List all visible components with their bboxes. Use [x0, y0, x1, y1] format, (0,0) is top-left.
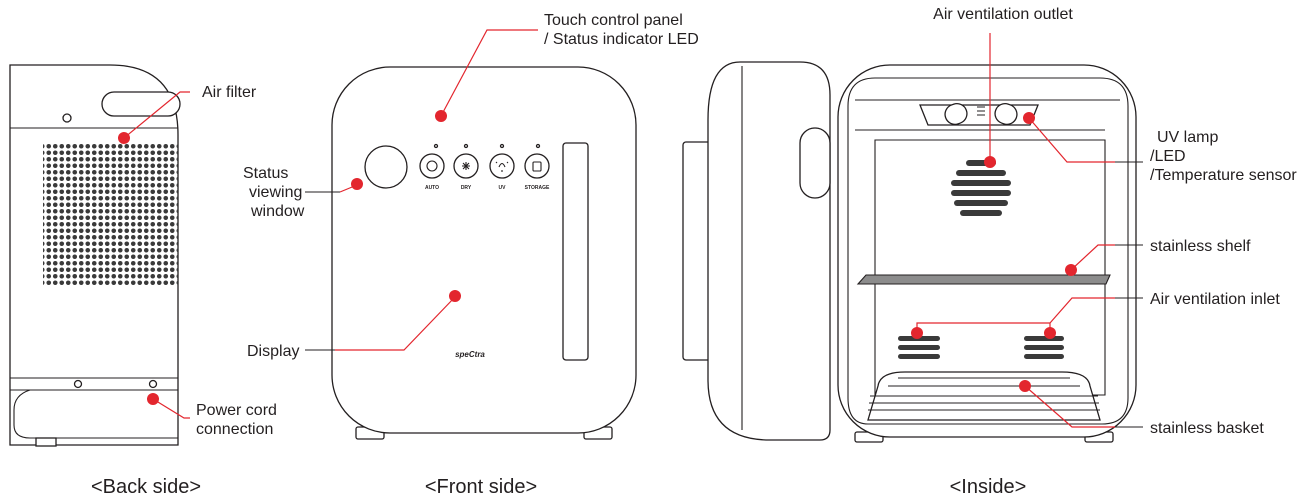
uv-lamp-leader — [1028, 117, 1115, 163]
touch-panel-leader — [440, 29, 538, 117]
air-outlet-marker — [984, 156, 996, 168]
uv-button[interactable]: UV — [489, 153, 515, 191]
power-cord-label-line2: connection — [196, 421, 273, 438]
touch-panel-label-line1: Touch control panel — [544, 12, 683, 29]
stainless-basket — [867, 371, 1101, 421]
air-inlet-label: Air ventilation inlet — [1150, 291, 1280, 308]
uv-lamp-label-line1: UV lamp — [1157, 129, 1218, 146]
inside-caption: <Inside> — [950, 476, 1027, 498]
back-screw-top — [62, 113, 72, 123]
status-window-label-line1: Status — [243, 165, 288, 182]
shelf-marker — [1065, 264, 1077, 276]
led-dry — [463, 143, 469, 149]
touch-panel-label-line2: / Status indicator LED — [544, 31, 699, 48]
storage-button[interactable]: STORAGE — [524, 153, 550, 191]
display-leader — [335, 296, 456, 351]
chamber-frame — [847, 77, 1129, 425]
back-base-panel — [13, 389, 178, 439]
uv-button-label: UV — [499, 185, 507, 191]
status-window-marker — [351, 178, 363, 190]
auto-button-ring[interactable] — [419, 153, 445, 179]
uv-lamp-left — [944, 103, 968, 125]
basket-marker — [1019, 380, 1031, 392]
back-handle-slot — [101, 91, 181, 117]
inside-body-outline — [837, 64, 1137, 438]
air-inlet-leader — [1049, 297, 1115, 324]
air-inlet-vent-left — [898, 336, 940, 359]
status-window-label-line2: viewing — [249, 184, 302, 201]
basket-label: stainless basket — [1150, 420, 1264, 437]
uv-lamp-label-line2: /LED — [1150, 148, 1186, 165]
dry-button[interactable]: DRY — [453, 153, 479, 191]
front-side-view: AUTO DRY UV STORAGE speCtra — [331, 66, 637, 440]
status-window-label-line3: window — [250, 203, 305, 220]
front-side-caption: <Front side> — [425, 476, 537, 498]
inside-view — [682, 61, 1137, 443]
uv-button-ring[interactable] — [489, 153, 515, 179]
front-body-outline — [331, 66, 637, 434]
air-outlet-vent — [951, 160, 1011, 216]
brand-logo: speCtra — [455, 350, 485, 359]
storage-button-label: STORAGE — [525, 185, 550, 191]
power-cord-label-line1: Power cord — [196, 402, 277, 419]
back-screw-right — [148, 379, 158, 389]
display-label: Display — [247, 343, 299, 360]
touch-panel-marker — [435, 110, 447, 122]
storage-button-ring[interactable] — [524, 153, 550, 179]
power-cord-leader — [152, 398, 190, 419]
chamber-back-wall — [874, 139, 1106, 396]
air-inlet-marker-right — [1044, 327, 1056, 339]
status-viewing-window — [364, 145, 408, 189]
back-screw-left — [73, 379, 83, 389]
auto-icon — [426, 160, 438, 172]
led-auto — [433, 143, 439, 149]
door-window — [799, 127, 831, 199]
dry-button-label: DRY — [461, 185, 472, 191]
sensor-icon — [977, 106, 985, 116]
open-door — [707, 61, 831, 441]
air-filter-marker — [118, 132, 130, 144]
uv-lamp-label-line3: /Temperature sensor — [1150, 167, 1297, 184]
auto-button[interactable]: AUTO — [419, 153, 445, 191]
uv-lamp-marker — [1023, 112, 1035, 124]
air-filter-label: Air filter — [202, 84, 257, 101]
air-inlet-vent-right — [1024, 336, 1064, 359]
back-foot — [35, 437, 57, 447]
back-side-caption: <Back side> — [91, 476, 201, 498]
fan-icon — [462, 162, 470, 170]
shelf-label: stainless shelf — [1150, 238, 1251, 255]
front-door-handle — [562, 142, 589, 361]
lamp-icon — [495, 161, 509, 172]
bottle-icon — [532, 161, 542, 172]
led-storage — [535, 143, 541, 149]
stainless-shelf — [856, 274, 1111, 285]
air-filter-leader — [123, 91, 190, 139]
auto-button-label: AUTO — [425, 185, 439, 191]
air-filter-grille — [43, 143, 178, 285]
basket-leader — [1024, 385, 1115, 428]
shelf-leader — [1070, 244, 1115, 271]
back-side-view — [9, 64, 181, 447]
led-uv — [499, 143, 505, 149]
display-marker — [449, 290, 461, 302]
power-cord-marker — [147, 393, 159, 405]
air-outlet-label: Air ventilation outlet — [933, 6, 1073, 23]
uv-lamp-right — [994, 103, 1018, 125]
air-inlet-marker-left — [911, 327, 923, 339]
